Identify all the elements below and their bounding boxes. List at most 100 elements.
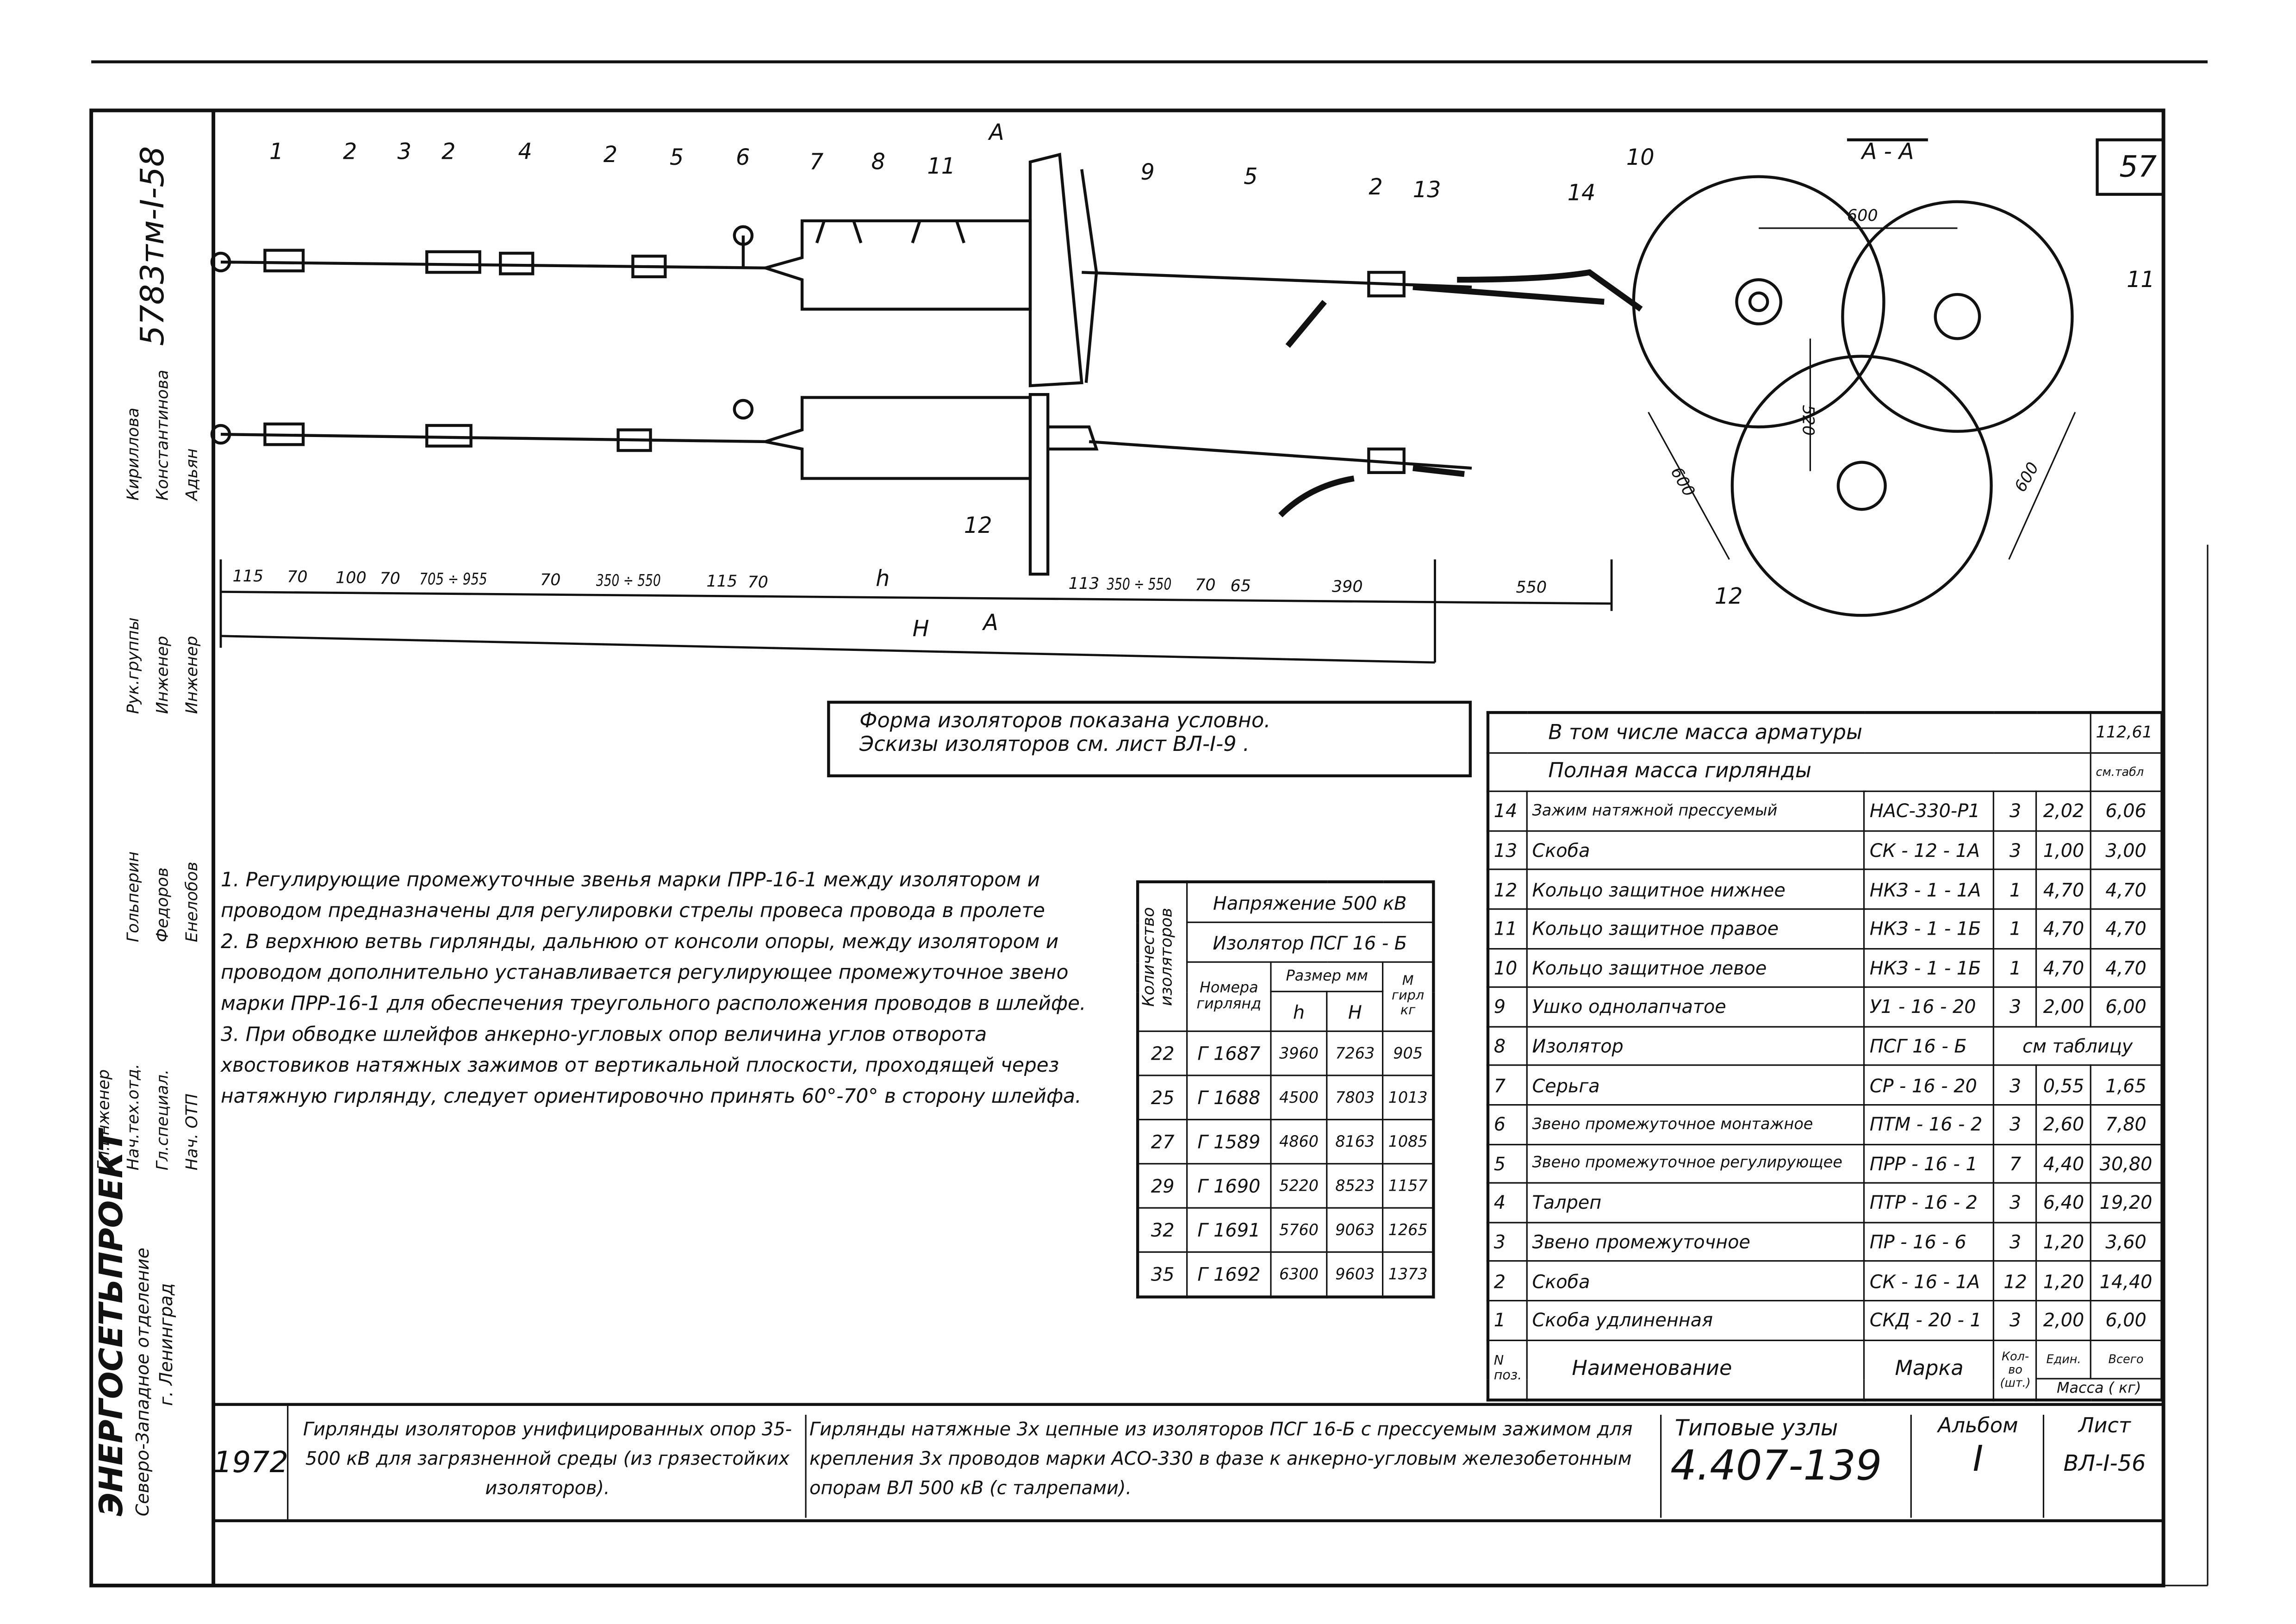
part-label: 12 bbox=[964, 513, 992, 538]
part-label: 11 bbox=[927, 154, 955, 179]
stamp-role: Инженер bbox=[182, 636, 202, 714]
spec-cell: 12 bbox=[1993, 1261, 2038, 1301]
part-label: 11 bbox=[2127, 267, 2155, 293]
spec-cell: 6,06 bbox=[2090, 791, 2163, 831]
spec-cell: Зажим натяжной прессуемый bbox=[1526, 791, 1866, 831]
spec-cell: 4,70 bbox=[2036, 908, 2091, 949]
stamp-role: Гл.инженер bbox=[94, 1069, 113, 1171]
spec-cell: 14 bbox=[1487, 791, 1528, 831]
spec-cell: 1 bbox=[1993, 947, 2038, 988]
garland-cell: 27 bbox=[1137, 1118, 1188, 1165]
part-label: 2 bbox=[343, 139, 357, 164]
spec-cell: СКД - 20 - 1 bbox=[1863, 1299, 1995, 1341]
garland-cell: 32 bbox=[1137, 1207, 1188, 1253]
dimension-label: h bbox=[876, 566, 890, 592]
stamp-name: Константинова bbox=[153, 369, 173, 501]
title-block: 1972 Гирлянды изоляторов унифицированных… bbox=[213, 1403, 2164, 1523]
garland-cell: Г 1687 bbox=[1186, 1031, 1272, 1076]
spec-cell: Звено промежуточное монтажное bbox=[1526, 1104, 1866, 1145]
section-dim: 600 bbox=[1847, 206, 1878, 225]
part-label: 12 bbox=[1715, 584, 1743, 609]
part-label: 5 bbox=[670, 145, 684, 170]
spec-cell: 1,20 bbox=[2036, 1221, 2091, 1262]
garland-cell: 8163 bbox=[1326, 1118, 1384, 1165]
dimension-label: 550 bbox=[1516, 578, 1547, 597]
dimension-label: 115 bbox=[706, 572, 737, 591]
lower-garland bbox=[210, 393, 1472, 576]
garland-cell: 905 bbox=[1382, 1031, 1434, 1076]
part-label: 6 bbox=[736, 145, 750, 170]
part-label: 3 bbox=[398, 139, 411, 164]
spec-cell: 2,60 bbox=[2036, 1104, 2091, 1145]
spec-cell: У1 - 16 - 20 bbox=[1863, 987, 1995, 1027]
garland-table: Количество изоляторов Напряжение 500 кВ … bbox=[1136, 880, 1435, 1299]
garland-cell: 1373 bbox=[1382, 1251, 1434, 1298]
spec-cell: 4,70 bbox=[2090, 869, 2163, 910]
dimension-label: 705 ÷ 955 bbox=[419, 570, 487, 588]
stamp-name: Кириллова bbox=[124, 407, 143, 501]
note-line: Эскизы изоляторов см. лист ВЛ-I-9 . bbox=[859, 733, 1250, 757]
spec-cell: 1,65 bbox=[2090, 1065, 2163, 1106]
spec-cell: СК - 16 - 1А bbox=[1863, 1261, 1995, 1301]
mass-header: Масса ( кг) bbox=[2036, 1378, 2163, 1401]
garland-cell: 1157 bbox=[1382, 1163, 1434, 1209]
sheet: Лист ВЛ-I-56 bbox=[2046, 1415, 2163, 1518]
spec-cell: 3,60 bbox=[2090, 1221, 2163, 1262]
spec-cell: Серьга bbox=[1526, 1065, 1866, 1106]
notes: 1. Регулирующие промежуточные звенья мар… bbox=[221, 866, 1096, 1113]
part-label: 2 bbox=[442, 139, 455, 164]
garland-cell: 7803 bbox=[1326, 1074, 1384, 1120]
spec-cell: 6,00 bbox=[2090, 1299, 2163, 1341]
garland-cell: 8523 bbox=[1326, 1163, 1384, 1209]
spec-cell: 4,40 bbox=[2036, 1143, 2091, 1184]
part-label: 9 bbox=[1141, 160, 1155, 185]
garland-cell: 7263 bbox=[1326, 1031, 1384, 1076]
spec-cell: 3 bbox=[1487, 1221, 1528, 1262]
garland-cell: 9603 bbox=[1326, 1251, 1384, 1298]
typical-label: Типовые узлы bbox=[1674, 1414, 1838, 1442]
spec-cell: 7 bbox=[1487, 1065, 1528, 1106]
spec-cell: Звено промежуточное bbox=[1526, 1221, 1866, 1262]
dimension-label: 70 bbox=[380, 569, 400, 588]
dimension-label: 115 bbox=[232, 567, 263, 586]
section-a-a bbox=[1632, 138, 2076, 617]
garland-cell: 29 bbox=[1137, 1163, 1188, 1209]
garland-cell: Г 1690 bbox=[1186, 1163, 1272, 1209]
stamp-role: Гл.специал. bbox=[153, 1069, 173, 1171]
org-city: г. Ленинград bbox=[156, 1283, 177, 1406]
garland-cell: 25 bbox=[1137, 1074, 1188, 1120]
note-2: 2. В верхнюю ветвь гирлянды, дальнюю от … bbox=[221, 931, 1086, 1016]
spec-cell: Звено промежуточное регулирующее bbox=[1526, 1143, 1866, 1184]
upper-garland bbox=[210, 152, 1643, 387]
stamp-role: Нач. ОТП bbox=[182, 1093, 202, 1171]
dimension-label: 70 bbox=[747, 573, 768, 592]
dimension-lines bbox=[219, 559, 1613, 664]
spec-cell: 5 bbox=[1487, 1143, 1528, 1184]
stamp-role: Рук.группы bbox=[124, 617, 143, 714]
spec-cell: ПСГ 16 - Б bbox=[1863, 1025, 1995, 1067]
section-mark: А bbox=[988, 120, 1004, 145]
armature-mass-label: В том числе масса арматуры bbox=[1487, 712, 2091, 753]
spec-cell: 8 bbox=[1487, 1025, 1528, 1067]
part-label: 7 bbox=[809, 150, 823, 175]
spec-cell: Скоба удлиненная bbox=[1526, 1299, 1866, 1341]
spec-cell: 4 bbox=[1487, 1182, 1528, 1223]
spec-cell: 7 bbox=[1993, 1143, 2038, 1184]
garland-cell: 35 bbox=[1137, 1251, 1188, 1298]
garland-cell: Г 1688 bbox=[1186, 1074, 1272, 1120]
stamp-role: Нач.тех.отд. bbox=[124, 1063, 143, 1171]
H-header: H bbox=[1326, 991, 1384, 1032]
album-number: I bbox=[1972, 1438, 1984, 1480]
note-3: 3. При обводке шлейфов анкерно-угловых о… bbox=[221, 1024, 1082, 1109]
spec-cell: 4,70 bbox=[2036, 947, 2091, 988]
